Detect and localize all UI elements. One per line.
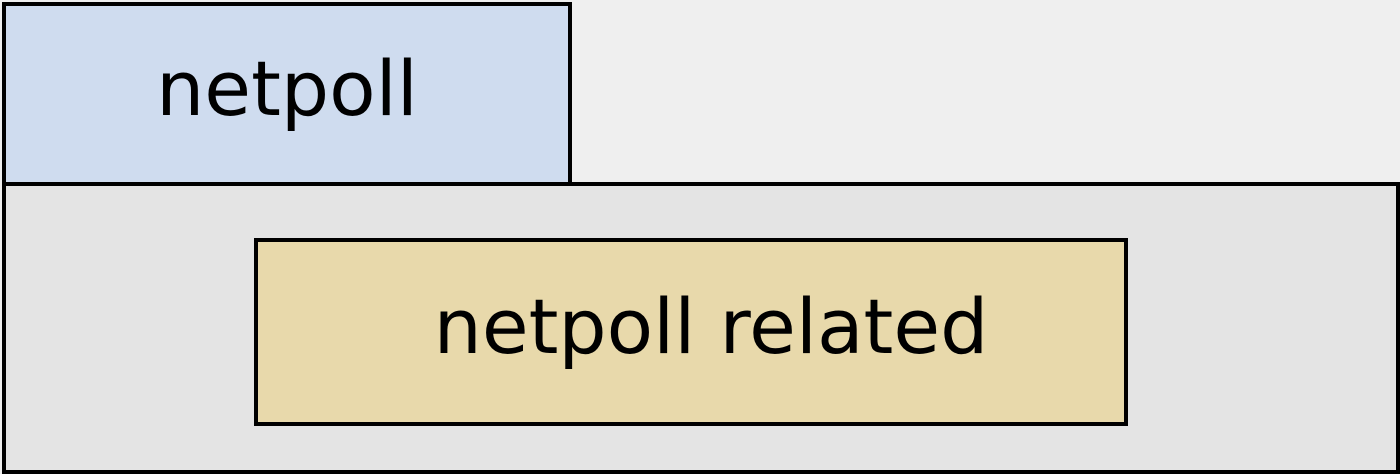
netpoll-tab-label: netpoll — [156, 44, 418, 133]
netpoll-tab-box: netpoll — [2, 2, 572, 186]
netpoll-related-box: netpoll related — [254, 238, 1128, 426]
netpoll-related-label: netpoll related — [433, 282, 989, 371]
